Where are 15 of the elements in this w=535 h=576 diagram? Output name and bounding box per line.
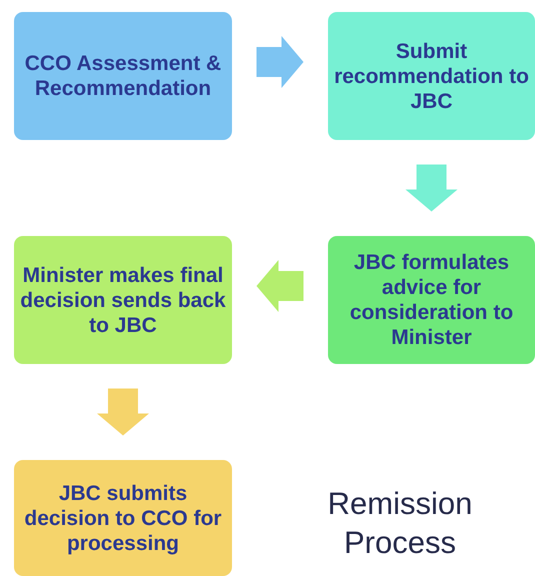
process-box [14,12,232,140]
block-arrow [256,260,304,312]
diagram-title: Remission Process [326,485,474,562]
step-text: Minister makes final decision sends back to JBC [20,262,226,338]
process-box [328,236,535,364]
process-box [328,12,535,140]
process-box [14,236,232,364]
step-text: CCO Assessment & Recommendation [24,51,222,101]
process-box [14,460,232,576]
step-text: JBC submits decision to CCO for processing [23,480,223,556]
block-arrow [256,36,304,88]
step-text: JBC formulates advice for consideration to Minister [348,250,514,350]
step-text: Submit recommendation to JBC [334,38,529,114]
block-arrow [406,164,458,212]
block-arrow [97,388,149,436]
